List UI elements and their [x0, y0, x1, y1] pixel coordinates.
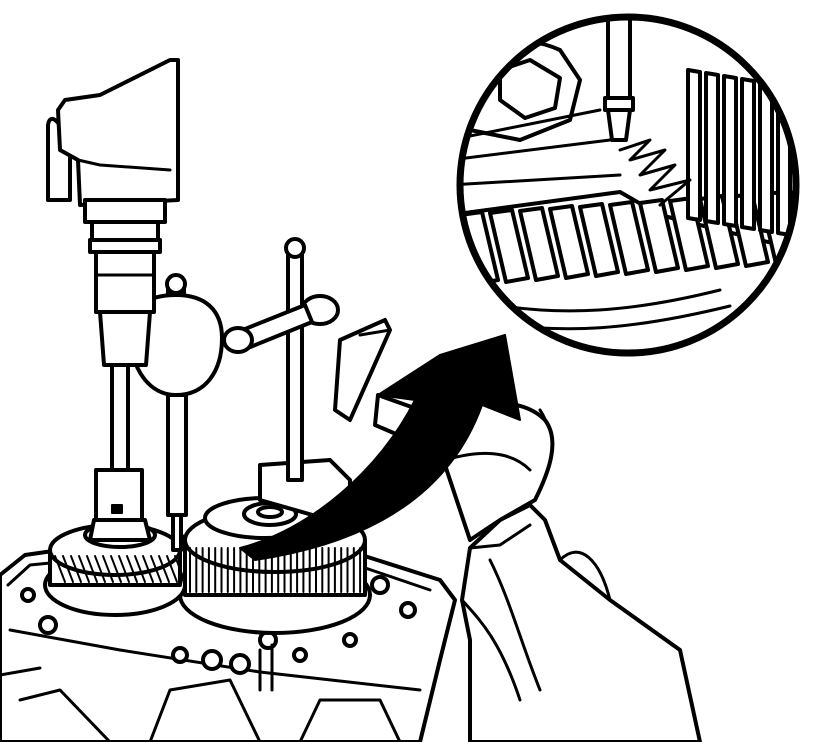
spline-tooth: [758, 80, 774, 234]
callout-arrow: [239, 334, 521, 561]
gear-tooth: [578, 202, 620, 278]
gear-tooth: [78, 555, 90, 583]
gear-tooth: [638, 198, 680, 274]
gear-tooth: [150, 555, 162, 583]
gear-tooth: [94, 555, 106, 583]
gear-tooth: [118, 555, 130, 583]
spline-tooth: [686, 68, 702, 222]
spline-tooth: [722, 74, 738, 228]
gear-tooth: [158, 555, 170, 583]
gear-tooth: [174, 555, 186, 583]
gear-tooth: [126, 555, 138, 583]
spline-tooth: [704, 71, 720, 225]
gear-tooth: [488, 208, 530, 284]
gear-tooth: [86, 555, 98, 583]
gear-tooth: [142, 555, 154, 583]
dial-indicator: [128, 273, 254, 552]
technician-hand: [428, 401, 702, 742]
spline-tooth: [740, 77, 756, 231]
magnified-detail-view: [456, 13, 800, 357]
gear-tooth: [102, 555, 114, 583]
power-tool: [46, 58, 180, 542]
gear-tooth: [166, 555, 178, 583]
gear-tooth: [110, 555, 122, 583]
gear-tooth: [54, 555, 66, 583]
gear-tooth: [70, 555, 82, 583]
gear-tooth: [608, 200, 650, 276]
gear-tooth: [668, 196, 710, 272]
gear-tooth: [548, 204, 590, 280]
gear-tooth: [134, 555, 146, 583]
gear-tooth: [518, 206, 560, 282]
gear-tooth: [62, 555, 74, 583]
